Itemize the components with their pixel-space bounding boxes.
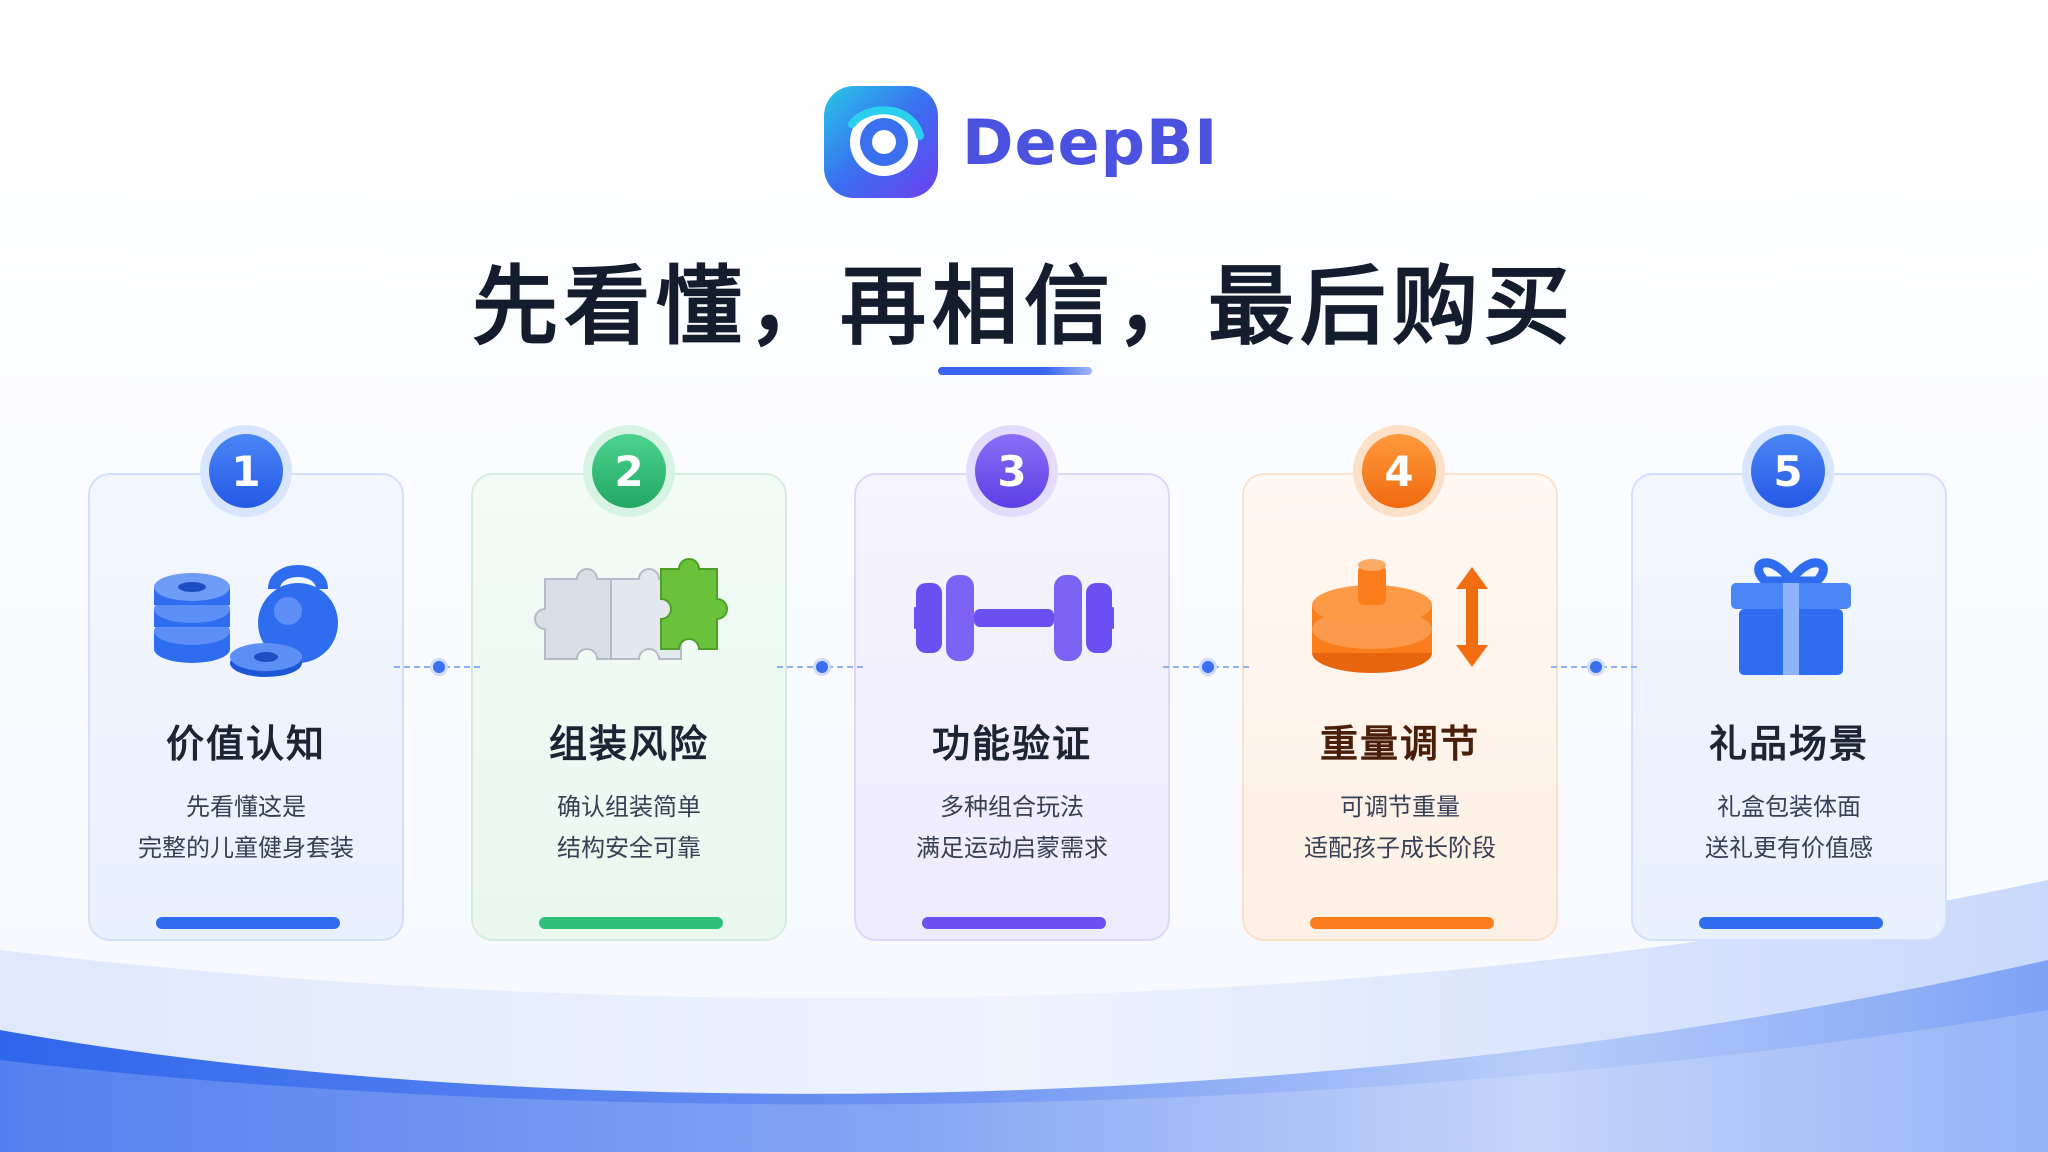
step-desc-3: 多种组合玩法 满足运动启蒙需求 bbox=[856, 787, 1168, 869]
step-label-2: 组装风险 bbox=[548, 722, 709, 766]
step-desc-5: 礼盒包装体面 送礼更有价值感 bbox=[1633, 787, 1945, 869]
step-bar-3 bbox=[922, 917, 1106, 929]
step-label-4: 重量调节 bbox=[1319, 722, 1480, 766]
step-number-1: 1 bbox=[209, 434, 283, 508]
puzzle-pieces-icon bbox=[534, 558, 728, 660]
step-card-5: 礼品场景 礼盒包装体面 送礼更有价值感 bbox=[1631, 473, 1947, 941]
step-desc-2-line1: 确认组装简单 bbox=[557, 793, 701, 821]
brand-name: DeepBI bbox=[962, 105, 1219, 179]
step-desc-5-line2: 送礼更有价值感 bbox=[1705, 834, 1873, 862]
step-desc-2-line2: 结构安全可靠 bbox=[557, 834, 701, 862]
gift-box-icon bbox=[1731, 558, 1851, 675]
connector-1-2 bbox=[394, 658, 484, 676]
step-bar-5 bbox=[1699, 917, 1883, 929]
step-number-5: 5 bbox=[1751, 434, 1825, 508]
step-card-2: 组装风险 确认组装简单 结构安全可靠 bbox=[471, 473, 787, 941]
step-label-1: 价值认知 bbox=[165, 722, 326, 766]
step-desc-4-line1: 可调节重量 bbox=[1340, 793, 1460, 821]
step-card-3: 功能验证 多种组合玩法 满足运动启蒙需求 bbox=[854, 473, 1170, 941]
step-desc-1-line2: 完整的儿童健身套装 bbox=[138, 834, 354, 862]
step-bar-4 bbox=[1310, 917, 1494, 929]
step-desc-3-line2: 满足运动启蒙需求 bbox=[916, 834, 1108, 862]
dumbbell-weights-stack-icon bbox=[154, 565, 338, 677]
page-title: 先看懂，再相信，最后购买 bbox=[472, 257, 1576, 357]
connector-4-5 bbox=[1551, 658, 1641, 676]
step-desc-4: 可调节重量 适配孩子成长阶段 bbox=[1244, 787, 1556, 869]
step-desc-4-line2: 适配孩子成长阶段 bbox=[1304, 834, 1496, 862]
deepbi-logo-icon bbox=[824, 86, 938, 198]
step-number-3: 3 bbox=[975, 434, 1049, 508]
step-label-3: 功能验证 bbox=[931, 722, 1092, 766]
step-desc-5-line1: 礼盒包装体面 bbox=[1717, 793, 1861, 821]
step-badge-1: 1 bbox=[200, 425, 292, 517]
step-bar-1 bbox=[156, 917, 340, 929]
step-number-2: 2 bbox=[592, 434, 666, 508]
step-bar-2 bbox=[539, 917, 723, 929]
connector-3-4 bbox=[1163, 658, 1253, 676]
step-card-1: 价值认知 先看懂这是 完整的儿童健身套装 bbox=[88, 473, 404, 941]
step-badge-2: 2 bbox=[583, 425, 675, 517]
step-desc-3-line1: 多种组合玩法 bbox=[940, 793, 1084, 821]
step-card-4: 重量调节 可调节重量 适配孩子成长阶段 bbox=[1242, 473, 1558, 941]
step-desc-1: 先看懂这是 完整的儿童健身套装 bbox=[90, 787, 402, 869]
dumbbell-icon bbox=[914, 575, 1114, 661]
weight-adjust-icon bbox=[1312, 559, 1488, 673]
step-badge-3: 3 bbox=[966, 425, 1058, 517]
step-badge-5: 5 bbox=[1742, 425, 1834, 517]
step-desc-2: 确认组装简单 结构安全可靠 bbox=[473, 787, 785, 869]
connector-2-3 bbox=[777, 658, 867, 676]
step-badge-4: 4 bbox=[1353, 425, 1445, 517]
title-underline bbox=[938, 367, 1092, 375]
step-desc-1-line1: 先看懂这是 bbox=[186, 793, 306, 821]
step-label-5: 礼品场景 bbox=[1708, 722, 1869, 766]
step-number-4: 4 bbox=[1362, 434, 1436, 508]
brand-header: DeepBI bbox=[822, 84, 1218, 200]
